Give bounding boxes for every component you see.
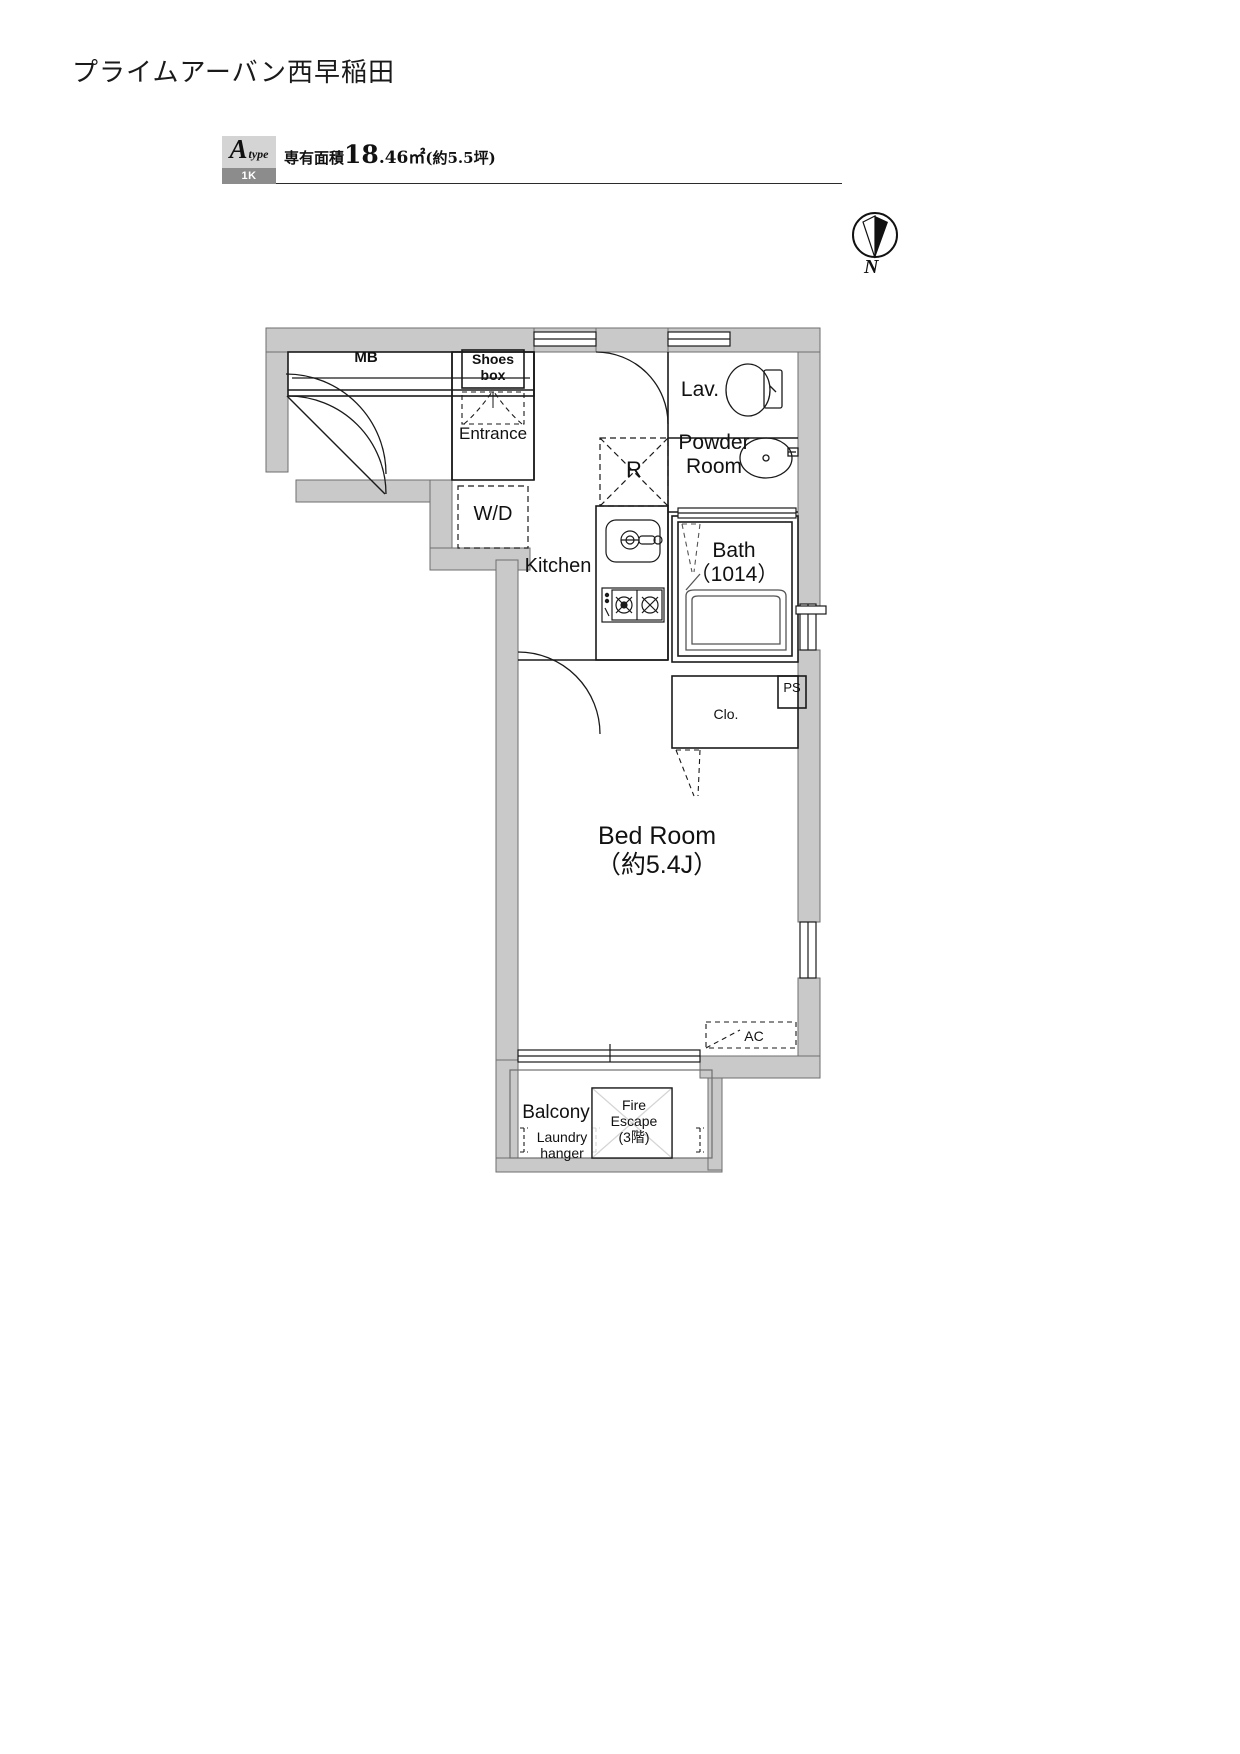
label-entrance: Entrance xyxy=(458,424,528,443)
label-fire-escape-line1: Fire xyxy=(621,1097,647,1113)
label-closet: Clo. xyxy=(713,706,739,722)
plan-type-badge: 1K xyxy=(222,168,276,184)
type-suffix: type xyxy=(248,147,269,161)
label-shoes-box-line1: Shoes xyxy=(471,351,515,367)
compass-north-label: N xyxy=(864,256,879,278)
windows xyxy=(517,331,827,1063)
label-fire-escape-line2: Escape xyxy=(610,1113,658,1129)
washbasin-icon xyxy=(739,437,799,479)
label-bedroom-line2: （約5.4J） xyxy=(595,851,719,879)
area-decimal: .46 xyxy=(378,148,409,168)
label-powder-room-line1: Powder xyxy=(678,431,750,454)
label-pipe-space: PS xyxy=(783,680,801,695)
label-balcony: Balcony xyxy=(522,1102,590,1123)
wall-structure xyxy=(265,327,821,1173)
label-refrigerator: R xyxy=(626,457,642,482)
fire-escape-label-backing xyxy=(592,1088,672,1158)
bath-entry-door xyxy=(677,507,797,519)
label-bath-line1: Bath xyxy=(712,539,756,562)
bathtub-icon xyxy=(685,573,787,651)
label-mb: MB xyxy=(354,349,378,366)
area-integer: 18 xyxy=(344,140,379,169)
label-laundry-hanger-line2: hanger xyxy=(540,1145,584,1161)
label-kitchen: Kitchen xyxy=(524,555,592,577)
label-washer-dryer: W/D xyxy=(473,503,513,525)
area-text: 専有面積18.46㎡(約5.5坪) xyxy=(284,140,496,169)
page-title: プライムアーバン西早稲田 xyxy=(72,58,395,88)
type-letter: A xyxy=(229,134,248,164)
area-unit: ㎡ xyxy=(408,148,426,168)
area-tsubo: (約5.5坪) xyxy=(425,149,496,167)
label-laundry-hanger-line1: Laundry xyxy=(536,1129,588,1145)
air-conditioner-outline xyxy=(705,1021,797,1049)
refrigerator-outline xyxy=(599,437,669,507)
door-leaves xyxy=(286,395,386,495)
compass-needle-icon xyxy=(862,215,888,259)
washer-dryer-outline xyxy=(457,485,529,549)
area-prefix: 専有面積 xyxy=(284,149,345,167)
label-lavatory: Lav. xyxy=(680,378,720,401)
door-swings xyxy=(285,351,669,735)
kitchen-sink-icon xyxy=(605,519,663,563)
kitchen-stove-icon xyxy=(601,587,665,623)
label-shoes-box-line2: box xyxy=(480,367,506,383)
label-fire-escape-line3: (3階) xyxy=(618,1129,650,1145)
bath-door xyxy=(681,523,701,573)
label-bedroom-line1: Bed Room xyxy=(597,822,717,850)
label-powder-room-line2: Room xyxy=(685,455,743,478)
label-bath-line2: （1014） xyxy=(689,563,779,586)
label-air-conditioner: AC xyxy=(744,1028,764,1044)
compass-rose: N xyxy=(848,212,904,290)
closet-door xyxy=(675,749,701,797)
header-divider xyxy=(276,183,842,184)
toilet-icon xyxy=(725,363,783,417)
